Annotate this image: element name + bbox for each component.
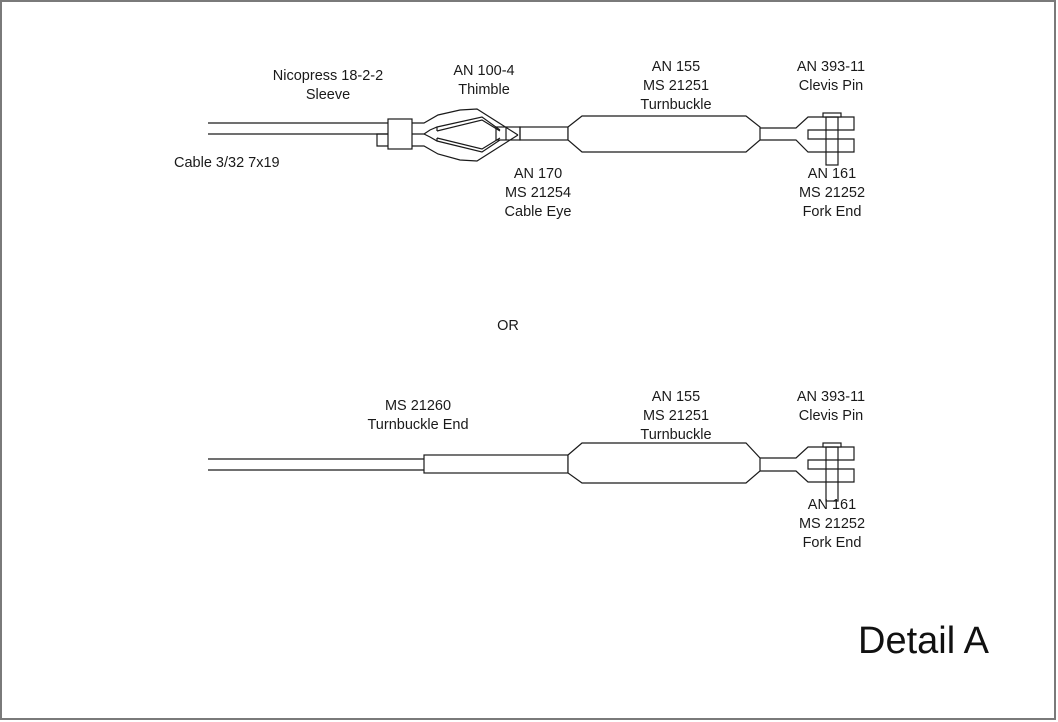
cable-eye (495, 126, 569, 141)
cable-2 (208, 458, 424, 471)
nicopress-sleeve (387, 118, 413, 150)
fork-end-2 (760, 446, 855, 483)
assembly-1 (208, 108, 855, 166)
thimble (412, 108, 519, 162)
turnbuckle-body-2 (567, 442, 761, 484)
label-cable: Cable 3/32 7x19 (174, 155, 280, 171)
turnbuckle-end (423, 454, 569, 474)
assembly-2 (208, 442, 855, 502)
cable-1 (208, 122, 388, 147)
clevis-pin-1 (822, 112, 842, 166)
turnbuckle-body-1 (567, 115, 761, 153)
clevis-pin-2 (822, 442, 842, 502)
fork-end-1 (760, 116, 855, 153)
detail-title: Detail A (858, 620, 989, 662)
or-separator: OR (497, 318, 519, 334)
